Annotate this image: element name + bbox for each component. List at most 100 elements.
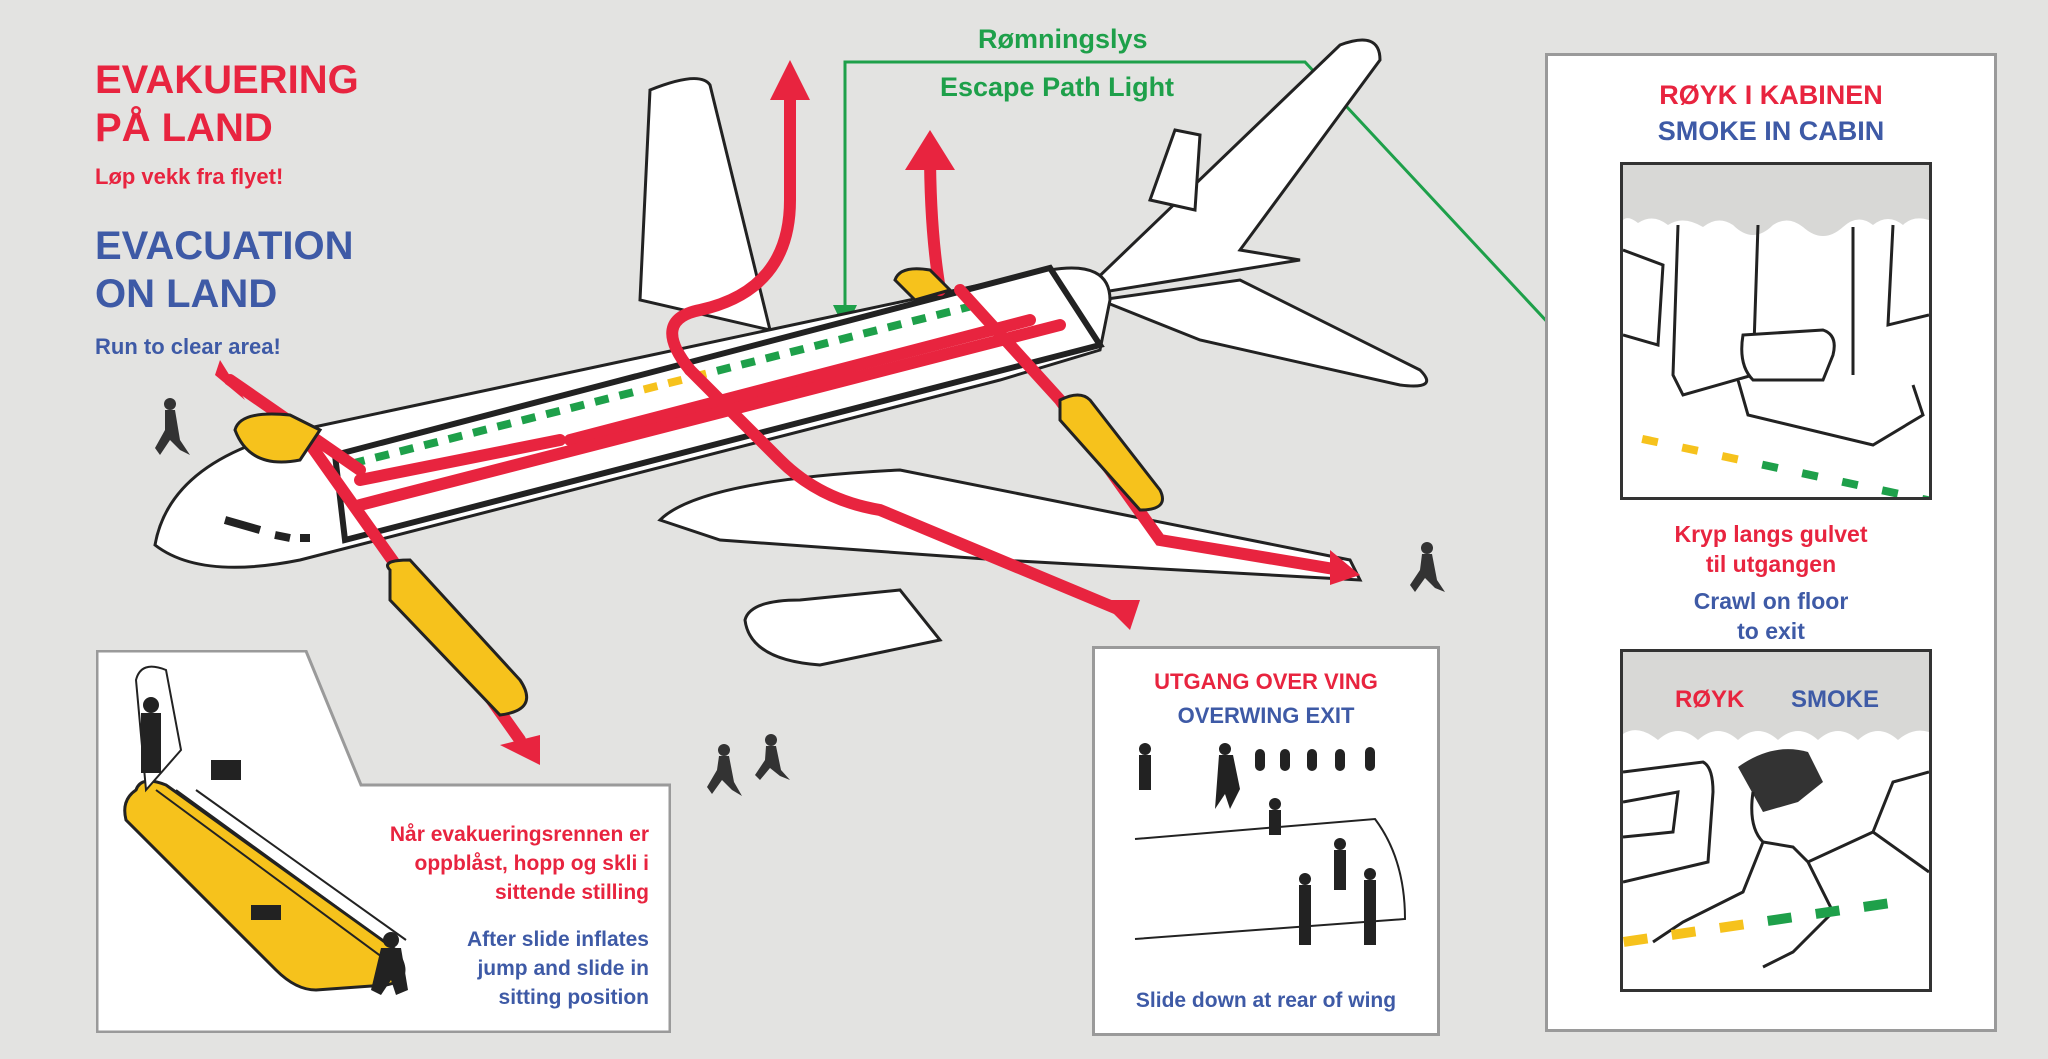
smoke-label-en: SMOKE: [1791, 686, 1880, 713]
running-person-icon: [707, 744, 742, 796]
smoke-cloud-icon: [1623, 652, 1929, 740]
escape-path-light: [1921, 495, 1929, 497]
cockpit-windows: [223, 516, 310, 542]
slide-instruction-en: After slide inflates jump and slide in s…: [467, 925, 649, 1012]
overwing-exit-panel: UTGANG OVER VING OVERWING EXIT Slide dow…: [1092, 646, 1440, 1036]
title-evacuation-land-no: EVAKUERING PÅ LAND: [95, 56, 359, 152]
subtitle-en: Run to clear area!: [95, 334, 281, 359]
overwing-caption: Slide down at rear of wing: [1135, 989, 1397, 1012]
passenger-icon: [1139, 743, 1376, 945]
escape-route-arrow-icon: [905, 130, 955, 170]
smoke-in-cabin-panel: RØYK I KABINEN SMOKE IN CABIN Kryp langs…: [1545, 53, 1997, 1032]
escape-route-arrow-icon: [1330, 550, 1360, 585]
slide-instruction-panel: Når evakueringsrennen er oppblåst, hopp …: [96, 650, 671, 1033]
escape-path-light: [520, 413, 537, 425]
escape-path-light: [374, 450, 390, 462]
escape-path-light: [423, 437, 439, 450]
escape-path-light: [789, 344, 805, 357]
evacuation-slide-icon: [123, 779, 406, 992]
slide-en-line2: jump and slide in: [477, 957, 649, 980]
smoke-label-no: RØYK: [1675, 686, 1745, 713]
slide-no-line1: Når evakueringsrennen er: [389, 823, 649, 846]
escape-path-light: [935, 307, 952, 319]
escape-path-light: [1623, 933, 1649, 947]
slide-en-line3: sitting position: [498, 986, 649, 1009]
escape-path-light: [1671, 926, 1697, 940]
title-en-line2: ON LAND: [95, 272, 278, 316]
escape-path-light: [886, 320, 903, 332]
escape-path-label-en: Escape Path Light: [940, 72, 1175, 102]
slide-instruction-no: Når evakueringsrennen er oppblåst, hopp …: [390, 820, 649, 907]
crawl-no-line2: til utgangen: [1705, 551, 1837, 577]
evacuation-slide-icon: [893, 267, 953, 302]
escape-route-arrow-icon: [500, 735, 540, 765]
overwing-title-no: UTGANG OVER VING: [1154, 669, 1378, 694]
slide-panel-shape: [96, 650, 671, 1033]
escape-path-light: [398, 444, 415, 456]
escape-path-light: [471, 425, 488, 437]
slide-no-line2: oppblåst, hopp og skli i: [414, 852, 650, 875]
slide-no-line3: sittende stilling: [494, 881, 649, 904]
escape-path-callout-line: [843, 60, 1622, 402]
title-no-line2: PÅ LAND: [95, 106, 273, 150]
wing-outline: [1134, 817, 1407, 940]
evacuation-slide-icon: [233, 412, 323, 464]
upper-wing: [638, 77, 773, 333]
escape-path-light: [1719, 919, 1745, 933]
escape-path-light: [1761, 460, 1779, 472]
far-stabilizer: [1148, 128, 1202, 212]
running-person-icon: [1410, 542, 1445, 592]
running-person-icon: [755, 734, 790, 780]
escape-path-light: [813, 338, 830, 350]
escape-path-light: [1815, 905, 1841, 919]
escape-path-lights: [1641, 435, 1929, 497]
running-person-icon: [155, 398, 190, 455]
smoke-title-en: SMOKE IN CABIN: [1657, 116, 1885, 146]
engine: [743, 588, 943, 667]
escape-path-light: [447, 431, 464, 443]
escape-path-light: [1801, 469, 1819, 481]
seat-icon: [1623, 165, 1929, 497]
escape-path-light: [1641, 435, 1659, 447]
escape-path-light: [642, 382, 659, 394]
evacuation-slide-icon: [386, 558, 529, 717]
escape-path-light: [1721, 452, 1739, 464]
escape-path-light: [764, 351, 781, 363]
escape-path-light: [618, 388, 634, 400]
evacuation-slide-icon: [1058, 393, 1164, 512]
title-en-line1: EVACUATION: [95, 224, 354, 268]
crawl-instruction-en: Crawl on floor to exit: [1548, 586, 1994, 646]
escape-path-light: [1841, 477, 1859, 490]
escape-path-light: [496, 419, 512, 431]
subtitle-no: Løp vekk fra flyet!: [95, 164, 284, 189]
escape-path-light: [545, 406, 561, 419]
escape-path-light: [569, 400, 586, 412]
crawling-person-icon: [1623, 652, 1929, 969]
overwing-title-en: OVERWING EXIT: [1177, 703, 1355, 728]
escape-path-light: [716, 363, 732, 375]
crawl-en-line2: to exit: [1737, 618, 1805, 644]
cabin-seats-illustration: [1620, 162, 1932, 500]
escape-path-light: [838, 332, 854, 344]
tail-fin: [1083, 38, 1382, 297]
escape-path-light: [1767, 912, 1793, 926]
crawl-no-line1: Kryp langs gulvet: [1674, 521, 1868, 547]
escape-path-light: [1681, 443, 1699, 455]
escape-path-light: [1863, 898, 1889, 912]
escape-path-lights: [1623, 898, 1889, 947]
title-evacuation-land-en: EVACUATION ON LAND: [95, 222, 354, 318]
escape-route-arrow-icon: [1100, 600, 1140, 630]
crawl-instruction-no: Kryp langs gulvet til utgangen: [1548, 519, 1994, 579]
escape-path-light: [740, 357, 756, 369]
escape-path-light: [594, 394, 610, 406]
overwing-exit-illustration: [1134, 743, 1407, 945]
title-no-line1: EVAKUERING: [95, 58, 359, 102]
crawling-person-illustration: RØYK SMOKE: [1620, 649, 1932, 992]
escape-path-light: [1881, 486, 1899, 497]
crawl-en-line1: Crawl on floor: [1693, 588, 1849, 614]
escape-path-light: [862, 326, 878, 338]
passenger-icon: [141, 697, 408, 995]
escape-path-light: [667, 375, 683, 388]
escape-path-light: [911, 313, 927, 326]
slide-en-line1: After slide inflates: [466, 928, 649, 951]
